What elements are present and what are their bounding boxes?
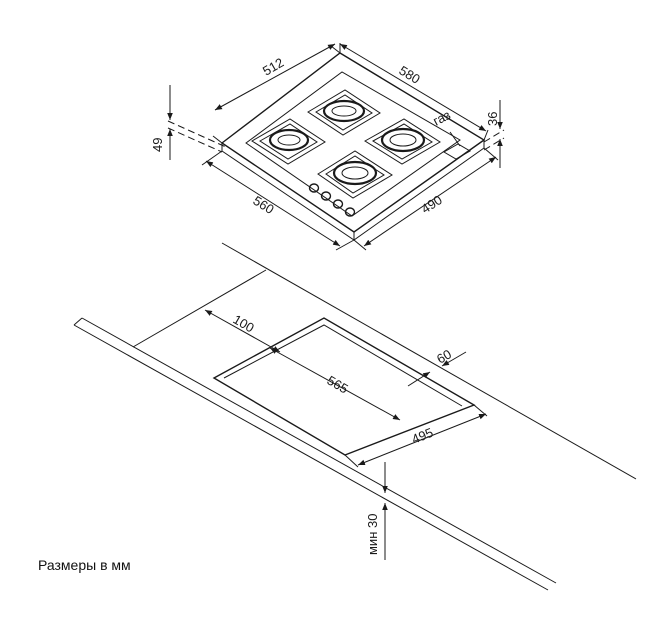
dimension-100: 100	[204, 309, 281, 353]
gas-leader	[449, 131, 461, 147]
burner-back	[307, 89, 381, 136]
burner-front	[317, 150, 393, 199]
cutout-inner-edge	[223, 324, 463, 407]
svg-text:565: 565	[325, 373, 351, 397]
svg-text:мин 30: мин 30	[365, 514, 380, 555]
hob-drawing: газ 512 580 49 36	[150, 43, 505, 251]
burner-right	[364, 118, 441, 165]
dashed-line-right	[483, 129, 505, 143]
dimension-565: 565	[269, 347, 401, 421]
dashed-line-left	[167, 120, 227, 148]
countertop-left-guide	[132, 269, 267, 348]
countertop-drawing: 100 565 60 495 мин 30	[73, 242, 637, 591]
svg-text:580: 580	[396, 63, 422, 87]
svg-text:560: 560	[250, 193, 276, 217]
knob-4	[344, 207, 356, 217]
hob-plate-edge	[221, 140, 485, 241]
dimension-36: 36	[485, 100, 503, 168]
dimension-495: 495	[344, 404, 488, 468]
svg-text:60: 60	[434, 346, 454, 366]
burner-left	[251, 118, 326, 165]
dimension-min-30: мин 30	[365, 462, 388, 560]
gas-inlet	[443, 143, 471, 160]
dimension-512: 512	[212, 43, 341, 144]
countertop-back-edge	[221, 242, 637, 480]
svg-text:100: 100	[231, 312, 257, 336]
svg-text:490: 490	[418, 192, 444, 216]
countertop-front-edge-top	[81, 317, 557, 584]
dimension-49: 49	[150, 85, 173, 160]
svg-text:512: 512	[260, 55, 286, 79]
dimension-60: 60	[407, 346, 467, 387]
svg-text:49: 49	[150, 138, 165, 152]
svg-text:36: 36	[485, 112, 500, 126]
dashed-line-right-2	[483, 137, 505, 151]
dashed-line-left-2	[167, 127, 223, 153]
countertop-front-edge	[73, 324, 549, 591]
units-caption: Размеры в мм	[38, 557, 131, 573]
